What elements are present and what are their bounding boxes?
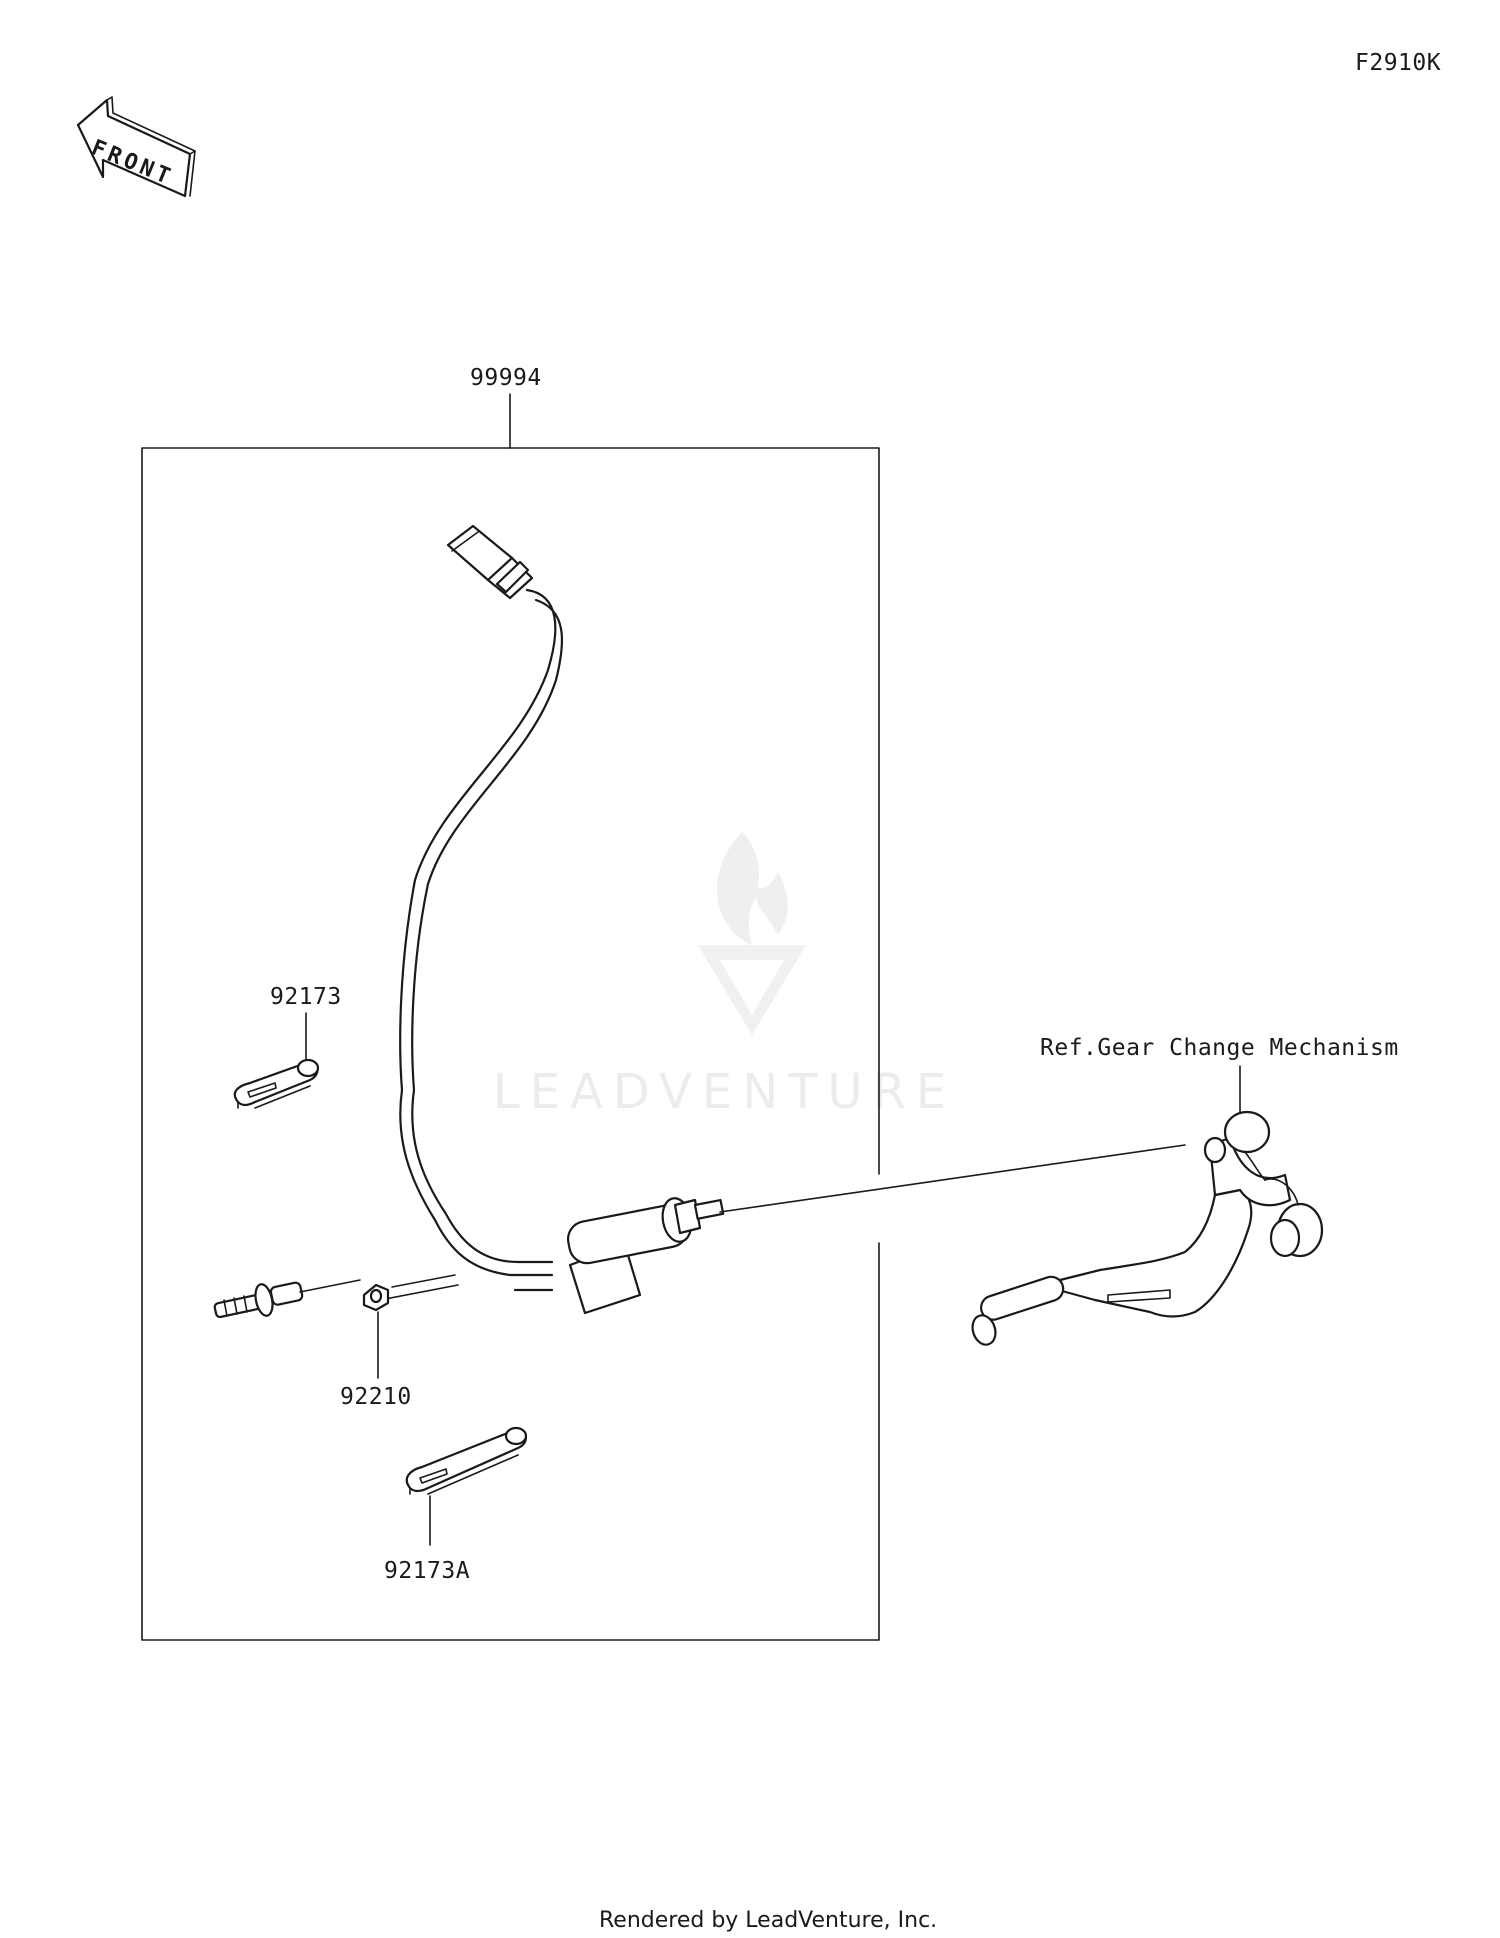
footer-credit: Rendered by LeadVenture, Inc. (599, 1908, 937, 1933)
diagram-code: F2910K (1355, 50, 1441, 76)
bolt (213, 1279, 361, 1319)
front-arrow-icon: FRONT (76, 96, 196, 198)
callout-reference: Ref.Gear Change Mechanism (1040, 1035, 1399, 1061)
harness-connector (446, 524, 534, 600)
watermark-text: LEADVENTURE (493, 1064, 956, 1120)
callout-92173a: 92173A (384, 1558, 470, 1584)
plate-lower (405, 1426, 528, 1495)
sensor-rod (719, 1144, 1186, 1213)
gear-change-pedal (971, 1110, 1324, 1346)
sensor-harness (399, 588, 564, 1292)
callout-99994: 99994 (470, 365, 542, 391)
kit-frame (141, 447, 880, 1641)
nut (362, 1274, 456, 1312)
plate-upper (233, 1058, 320, 1109)
callout-92210: 92210 (340, 1384, 412, 1410)
leadventure-watermark: LEADVENTURE (493, 832, 956, 1120)
callout-92173: 92173 (270, 984, 342, 1010)
shift-sensor (567, 1144, 1186, 1315)
